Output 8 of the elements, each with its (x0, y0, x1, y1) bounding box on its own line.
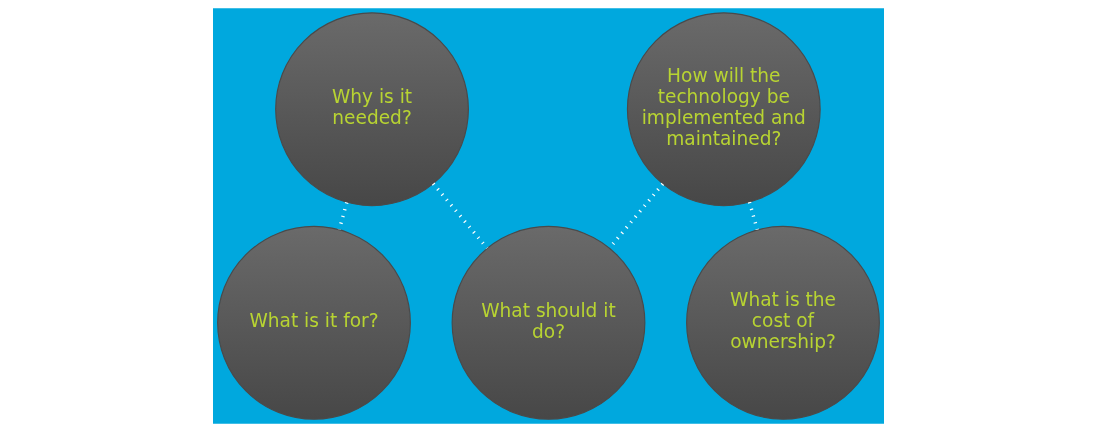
connector (747, 201, 759, 231)
node-circle: Why is it needed? (275, 12, 469, 207)
node-circle: What is it for? (217, 225, 411, 420)
connector (431, 182, 489, 250)
node-circle: What is the cost of ownership? (686, 225, 880, 420)
node-circle: How will the technology be implemented and maintained? (626, 12, 821, 207)
connector (337, 201, 349, 231)
node-circle: What should it do? (451, 225, 646, 420)
